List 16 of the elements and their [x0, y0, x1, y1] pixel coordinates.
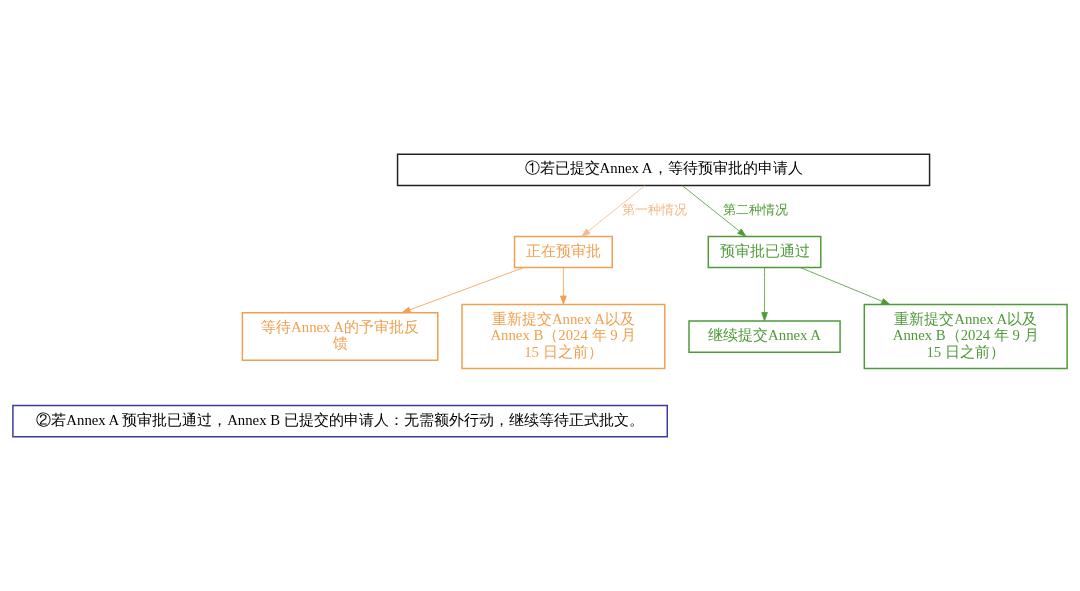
- node-box: ②若Annex A 预审批已通过，Annex B 已提交的申请人：无需额外行动，继续等待正式批文。: [12, 404, 668, 438]
- edge-label: 第一种情况: [622, 202, 688, 218]
- arrow: [401, 267, 524, 314]
- arrow: [581, 185, 646, 237]
- arrow: [761, 267, 768, 322]
- arrow: [800, 267, 891, 305]
- node-box: 重新提交Annex A以及Annex B（2024 年 9 月 15 日之前）: [863, 303, 1068, 370]
- node-box: 继续提交Annex A: [688, 320, 841, 353]
- node-box: 预审批已通过: [707, 235, 822, 269]
- arrow: [681, 185, 747, 237]
- arrow: [560, 267, 567, 305]
- edge-label: 第二种情况: [723, 202, 789, 218]
- node-box: 等待Annex A的予审批反馈: [241, 312, 439, 362]
- node-box: ①若已提交Annex A，等待预审批的申请人: [396, 153, 931, 187]
- node-box: 正在预审批: [513, 235, 613, 269]
- node-box: 重新提交Annex A以及Annex B（2024 年 9 月 15 日之前）: [461, 303, 666, 370]
